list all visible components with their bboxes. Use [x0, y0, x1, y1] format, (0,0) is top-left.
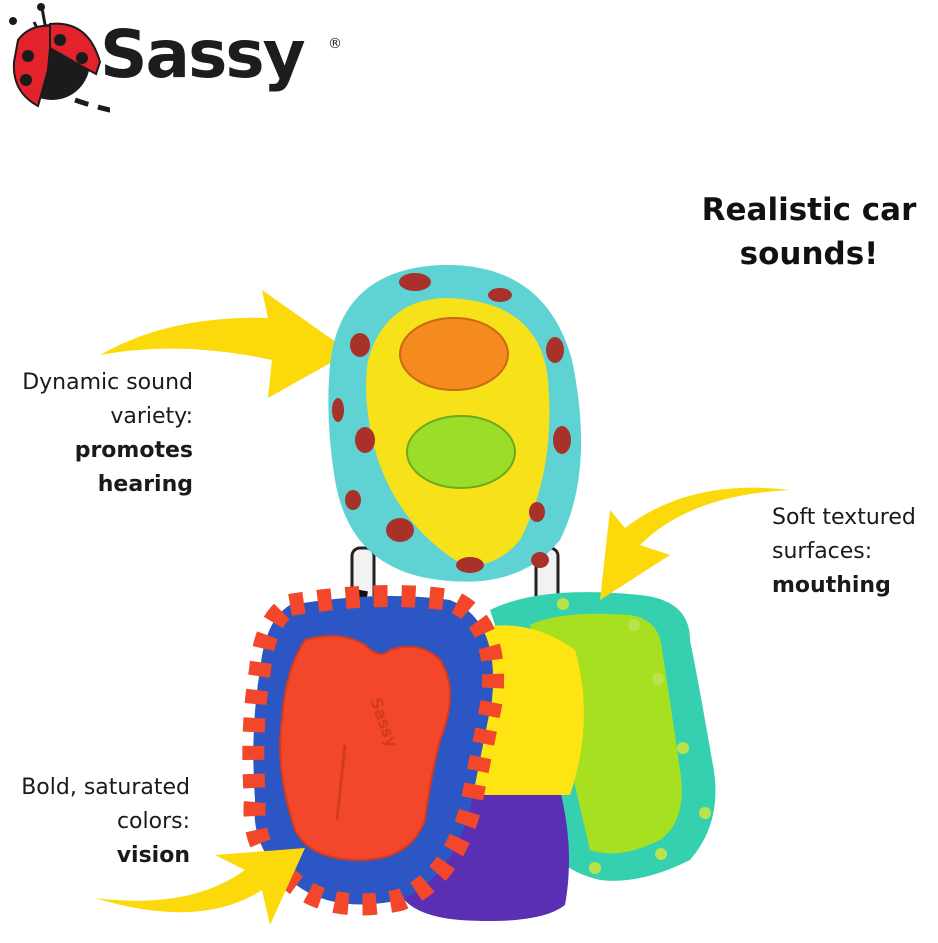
key-embossed-text: Sassy: [366, 695, 402, 751]
bottom-sound-button: [406, 415, 516, 489]
callout-text: Soft textured: [772, 505, 916, 530]
sassy-logo: Sassy ®: [0, 0, 360, 130]
callout-emphasis: vision: [116, 843, 190, 868]
headline: Realistic car sounds!: [680, 188, 938, 276]
purple-key: [395, 788, 569, 921]
brand-wordmark: Sassy: [100, 16, 306, 93]
arrow-down-left-icon: [600, 487, 790, 600]
yellow-key: [450, 625, 584, 795]
headline-line-1: Realistic car: [701, 192, 917, 228]
callout-text: Dynamic sound: [22, 370, 193, 395]
callout-text: surfaces:: [772, 539, 873, 564]
registered-mark: ®: [328, 36, 342, 52]
callout-hearing: Dynamic sound variety: promotes hearing: [0, 366, 193, 502]
ring-link: [350, 546, 560, 696]
green-key: [490, 592, 716, 881]
car-remote: [328, 264, 582, 582]
callout-text: colors:: [116, 809, 190, 834]
callout-emphasis: promotes: [74, 438, 193, 463]
top-sound-button: [399, 317, 509, 391]
callout-text: variety:: [110, 404, 193, 429]
callout-emphasis: hearing: [97, 472, 193, 497]
ladybug-icon: [9, 3, 110, 113]
callout-emphasis: mouthing: [772, 573, 891, 598]
callout-vision: Bold, saturated colors: vision: [0, 771, 190, 873]
headline-line-2: sounds!: [739, 236, 879, 272]
red-key: Sassy: [242, 585, 505, 916]
callout-mouthing: Soft textured surfaces: mouthing: [772, 501, 938, 603]
callout-text: Bold, saturated: [21, 775, 190, 800]
